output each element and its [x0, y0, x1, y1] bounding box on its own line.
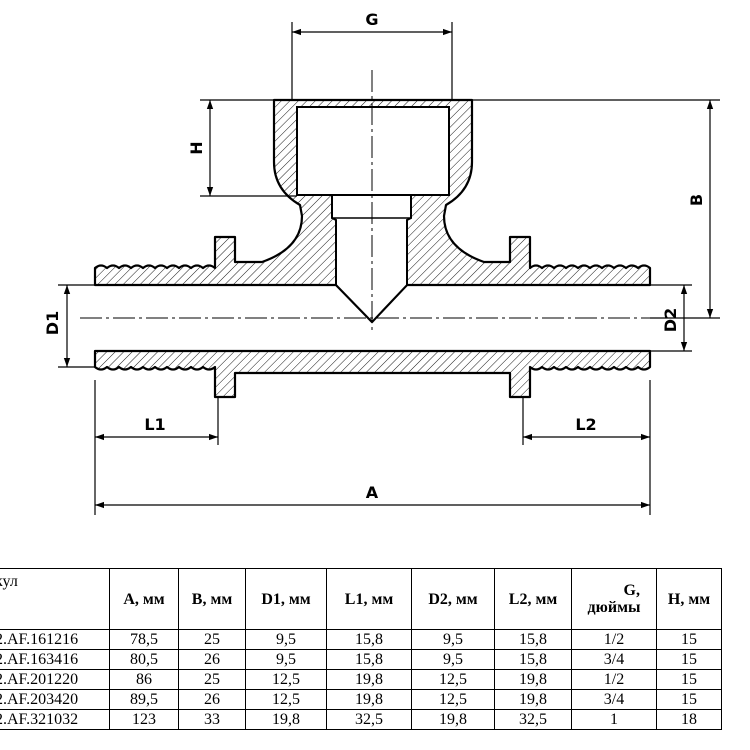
cell-g: 3/4	[571, 649, 657, 670]
cell-b: 25	[178, 669, 246, 690]
dim-label-l1: L1	[144, 415, 165, 434]
cell-h: 15	[656, 649, 722, 670]
cell-l1: 15,8	[326, 629, 412, 650]
thread-cavity	[296, 106, 450, 196]
cell-article: 2.AF.163416	[0, 649, 110, 670]
cell-l1: 19,8	[326, 689, 412, 710]
cell-d1: 19,8	[245, 709, 327, 730]
cell-d1: 9,5	[245, 649, 327, 670]
cell-b: 26	[178, 689, 246, 710]
cell-d1: 9,5	[245, 629, 327, 650]
dim-label-g: G	[365, 10, 378, 29]
cell-h: 18	[656, 709, 722, 730]
cell-g: 1	[571, 709, 657, 730]
cell-g: 1/2	[571, 629, 657, 650]
cell-a: 78,5	[109, 629, 179, 650]
cell-l1: 32,5	[326, 709, 412, 730]
cell-article: 2.AF.201220	[0, 669, 110, 690]
header-h: H, мм	[656, 568, 722, 630]
header-g-line2: дюймы	[587, 599, 641, 616]
header-article: кул	[0, 568, 110, 630]
cell-a: 80,5	[109, 649, 179, 670]
cell-b: 25	[178, 629, 246, 650]
dim-label-h: H	[187, 141, 206, 154]
cell-h: 15	[656, 629, 722, 650]
dim-label-a: A	[366, 483, 379, 502]
cell-d2: 12,5	[411, 689, 495, 710]
lower-body-section	[93, 349, 652, 399]
cell-d1: 12,5	[245, 689, 327, 710]
header-b: B, мм	[178, 568, 246, 630]
header-d1: D1, мм	[245, 568, 327, 630]
cell-l1: 15,8	[326, 649, 412, 670]
header-g-line1: G,	[623, 582, 640, 599]
socket-bore	[296, 106, 450, 324]
cell-g: 3/4	[571, 689, 657, 710]
cell-l2: 19,8	[494, 689, 572, 710]
dim-label-d2: D2	[661, 308, 680, 332]
header-l1: L1, мм	[326, 568, 412, 630]
dimensions-table: кул A, мм B, мм D1, мм L1, мм D2, мм L2,…	[0, 568, 722, 730]
tee-fitting-drawing: G H B D1 D2 L1 L2 A	[43, 10, 720, 515]
cell-h: 15	[656, 689, 722, 710]
cell-a: 123	[109, 709, 179, 730]
cell-l2: 15,8	[494, 649, 572, 670]
header-g: G, дюймы	[571, 568, 657, 630]
cell-h: 15	[656, 669, 722, 690]
dimension-lines	[58, 22, 720, 515]
cell-l2: 32,5	[494, 709, 572, 730]
cell-d1: 12,5	[245, 669, 327, 690]
drill-channel	[331, 194, 412, 324]
cell-d2: 19,8	[411, 709, 495, 730]
cell-a: 89,5	[109, 689, 179, 710]
cell-l1: 19,8	[326, 669, 412, 690]
cell-d2: 12,5	[411, 669, 495, 690]
center-lines	[80, 70, 665, 330]
cell-g: 1/2	[571, 669, 657, 690]
dim-label-l2: L2	[575, 415, 596, 434]
dim-label-b: B	[687, 194, 706, 206]
cell-l2: 15,8	[494, 629, 572, 650]
cell-article: 2.AF.161216	[0, 629, 110, 650]
cell-b: 33	[178, 709, 246, 730]
cell-d2: 9,5	[411, 649, 495, 670]
cell-b: 26	[178, 649, 246, 670]
header-a: A, мм	[109, 568, 179, 630]
table-header-row: кул A, мм B, мм D1, мм L1, мм D2, мм L2,…	[0, 568, 722, 630]
cell-d2: 9,5	[411, 629, 495, 650]
dim-label-d1: D1	[43, 311, 62, 335]
header-l2: L2, мм	[494, 568, 572, 630]
cell-l2: 19,8	[494, 669, 572, 690]
cell-article: 2.AF.203420	[0, 689, 110, 710]
cell-a: 86	[109, 669, 179, 690]
header-d2: D2, мм	[411, 568, 495, 630]
cell-article: 2.AF.321032	[0, 709, 110, 730]
